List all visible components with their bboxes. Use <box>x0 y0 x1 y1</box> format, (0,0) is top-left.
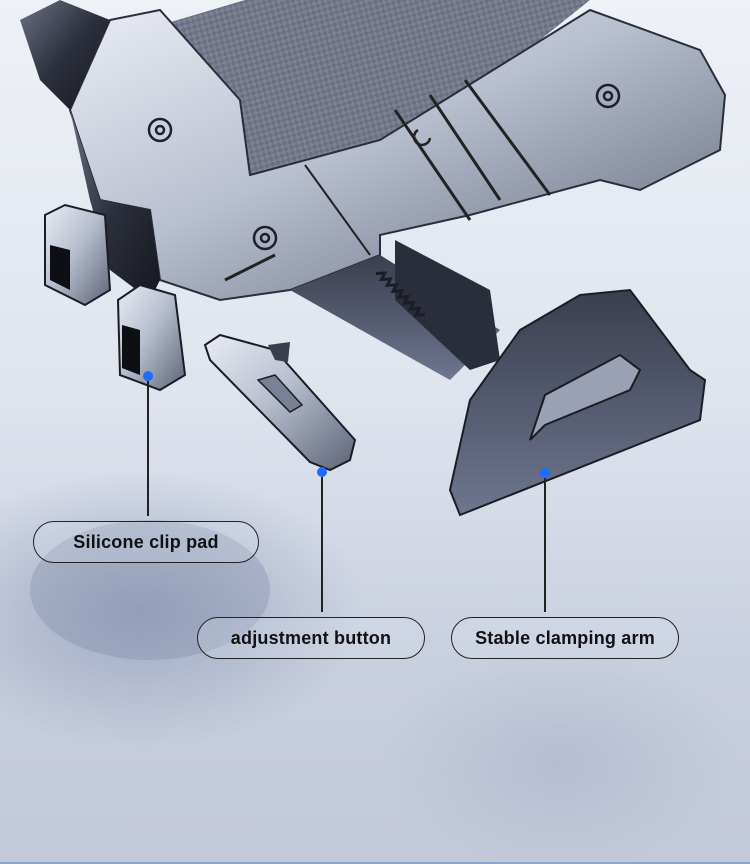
leader-line-clip-pad <box>147 381 149 516</box>
leader-line-adjustment-button <box>321 477 323 612</box>
callout-dot-clamping-arm <box>540 468 550 478</box>
callout-dot-adjustment-button <box>317 467 327 477</box>
callout-dot-clip-pad <box>143 371 153 381</box>
label-text: Stable clamping arm <box>475 627 655 648</box>
clip-pad-shape-1 <box>44 203 112 307</box>
label-text: Silicone clip pad <box>73 531 219 552</box>
bottom-edge-strip <box>0 862 750 864</box>
label-adjustment-button: adjustment button <box>197 617 425 659</box>
clip-pad-shape-2 <box>116 283 187 392</box>
adjustment-button-shape <box>203 333 357 472</box>
label-stable-clamping-arm: Stable clamping arm <box>451 617 679 659</box>
label-silicone-clip-pad: Silicone clip pad <box>33 521 259 563</box>
label-text: adjustment button <box>230 627 392 648</box>
leader-line-clamping-arm <box>544 478 546 612</box>
